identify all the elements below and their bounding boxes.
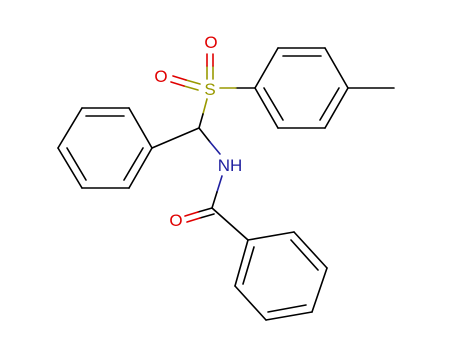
n-carbonyl-bond: [211, 175, 223, 209]
ch-phenyl-bond: [151, 127, 200, 149]
oxygen-top-atom-label: O: [204, 33, 217, 52]
bonds: [57, 47, 395, 321]
oxygen-carbonyl-atom-label: O: [169, 211, 182, 230]
c-o-double-bond: [184, 207, 215, 223]
nitrogen-atom-label: NH: [218, 156, 243, 175]
ch-n-bond: [198, 127, 221, 155]
sulfur-atom-label: S: [204, 80, 215, 99]
benzoyl-ring: [234, 231, 328, 321]
carbonyl-ring-bond: [211, 207, 249, 241]
s-o-top-double-bond: [206, 53, 214, 80]
tolyl-ring: [254, 47, 349, 129]
s-ch-bond: [198, 98, 208, 129]
oxygen-left-atom-label: O: [154, 67, 167, 86]
phenyl-ring-left: [57, 107, 153, 189]
s-o-left-double-bond: [170, 75, 201, 91]
